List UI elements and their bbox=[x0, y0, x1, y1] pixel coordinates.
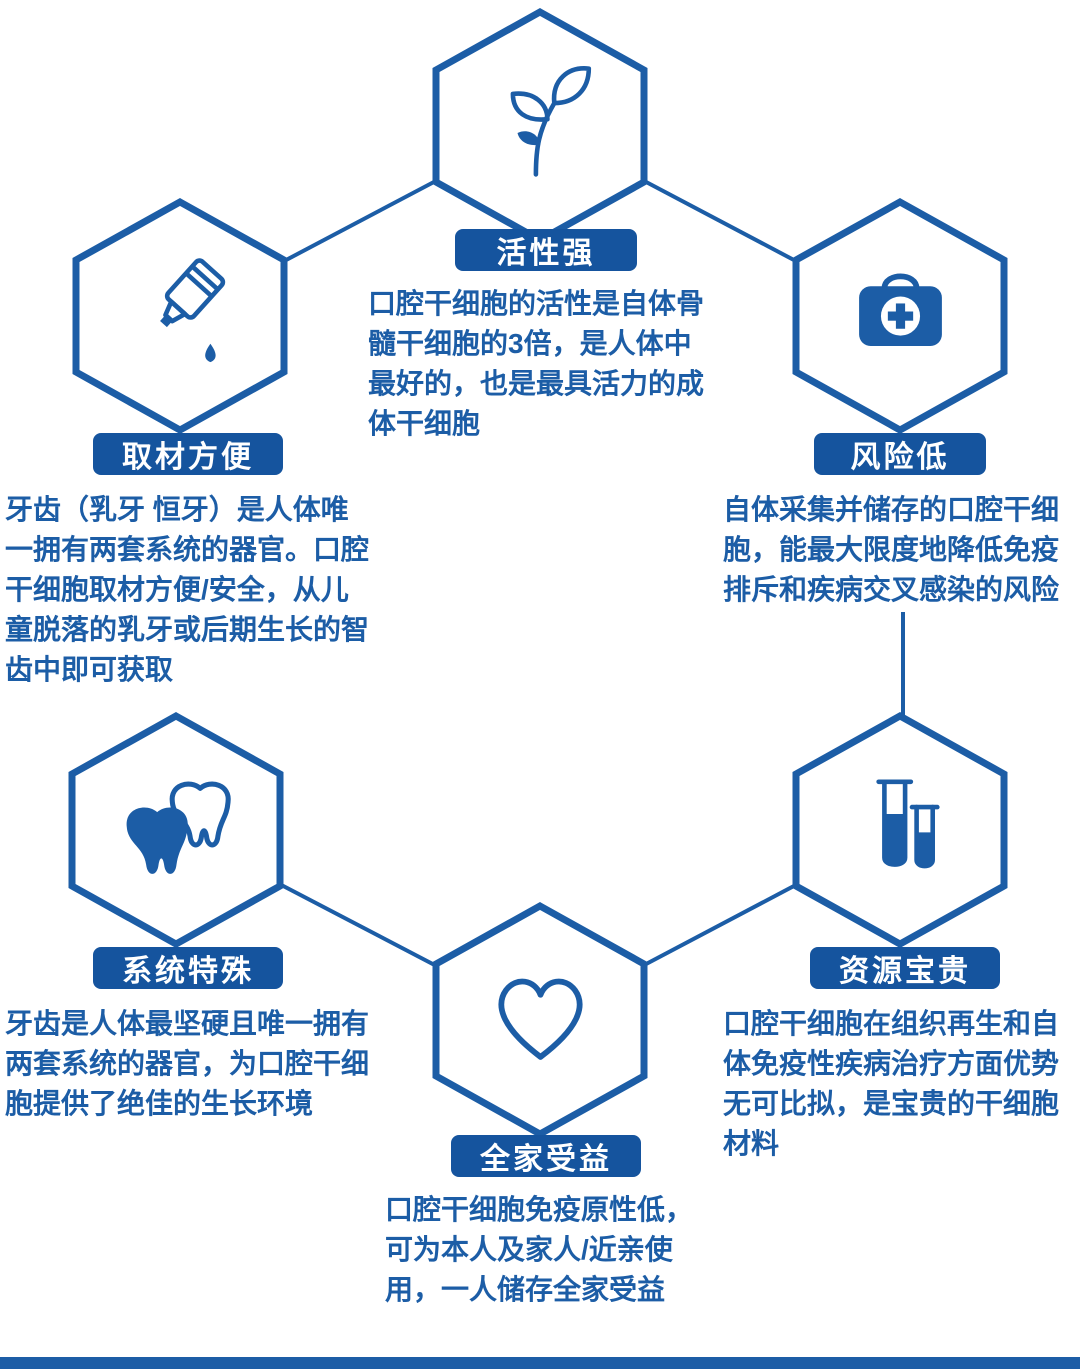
desc-activity: 口腔干细胞的活性是自体骨髓干细胞的3倍，是人体中最好的，也是最具活力的成体干细胞 bbox=[368, 288, 705, 439]
hexagon-activity bbox=[432, 8, 648, 244]
badge-special-system: 系统特殊 bbox=[93, 947, 283, 989]
desc-special-system: 牙齿是人体最坚硬且唯一拥有两套系统的器官，为口腔干细胞提供了绝佳的生长环境 bbox=[5, 1008, 370, 1119]
hexagon-convenient bbox=[72, 198, 288, 434]
desc-precious-resource: 口腔干细胞在组织再生和自体免疫性疾病治疗方面优势无可比拟，是宝贵的干细胞材料 bbox=[723, 1008, 1060, 1159]
badge-precious-resource: 资源宝贵 bbox=[810, 947, 1000, 989]
first-aid-kit-icon bbox=[859, 273, 942, 346]
footer-bar bbox=[0, 1357, 1080, 1369]
hexagon-precious-resource bbox=[792, 712, 1008, 948]
extraction-tube-icon bbox=[160, 258, 226, 363]
badge-convenient: 取材方便 bbox=[93, 433, 283, 475]
hexagon-family-benefit bbox=[432, 902, 648, 1138]
sprout-icon bbox=[510, 66, 592, 177]
hexagon-low-risk bbox=[792, 198, 1008, 434]
badge-family-benefit: 全家受益 bbox=[451, 1135, 641, 1177]
desc-low-risk: 自体采集并储存的口腔干细胞，能最大限度地降低免疫排斥和疾病交叉感染的风险 bbox=[723, 494, 1060, 605]
teeth-icon bbox=[126, 781, 231, 874]
badge-low-risk: 风险低 bbox=[814, 433, 986, 475]
badge-activity: 活性强 bbox=[455, 229, 637, 271]
heart-icon bbox=[498, 978, 583, 1060]
desc-convenient: 牙齿（乳牙 恒牙）是人体唯一拥有两套系统的器官。口腔干细胞取材方便/安全，从儿童… bbox=[5, 494, 370, 685]
test-tubes-icon bbox=[876, 779, 940, 869]
desc-family-benefit: 口腔干细胞免疫原性低，可为本人及家人/近亲使用，一人储存全家受益 bbox=[385, 1194, 694, 1305]
hexagon-special-system bbox=[68, 712, 284, 948]
